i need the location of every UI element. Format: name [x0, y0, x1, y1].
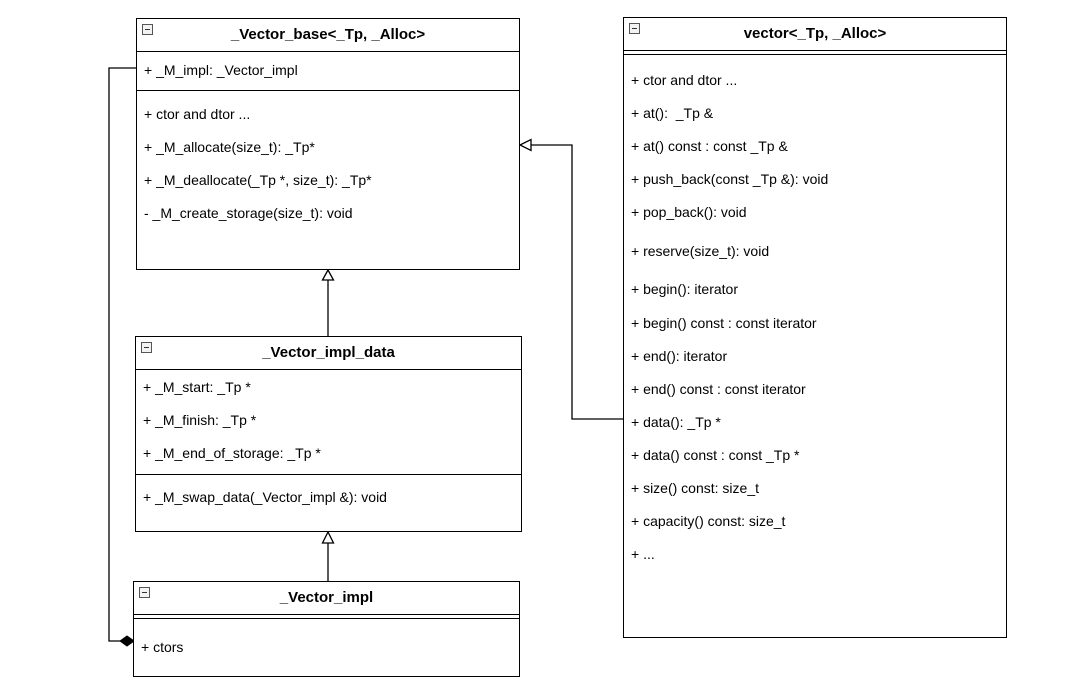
operation: + ctors [141, 639, 184, 655]
class-vector-base[interactable]: _Vector_base<_Tp, _Alloc> + _M_impl: _Ve… [136, 18, 520, 270]
operation: + ctor and dtor ... [144, 106, 251, 122]
attributes-section: + _M_impl: _Vector_impl [137, 51, 519, 90]
generalization-line-vector [531, 144, 623, 420]
attribute: + _M_start: _Tp * [143, 379, 251, 395]
composition-line [108, 67, 136, 642]
attribute: + _M_finish: _Tp * [143, 412, 257, 428]
operation: + _M_swap_data(_Vector_impl &): void [143, 489, 387, 505]
class-title: _Vector_impl_data [262, 344, 395, 361]
class-title: _Vector_base<_Tp, _Alloc> [230, 26, 426, 43]
operation: + begin() const : const iterator [631, 315, 817, 331]
collapse-icon[interactable] [139, 587, 150, 598]
operation: + _M_allocate(size_t): _Tp* [144, 139, 315, 155]
operation: + pop_back(): void [631, 204, 747, 220]
operation: + data(): _Tp * [631, 414, 721, 430]
class-title: vector<_Tp, _Alloc> [743, 25, 887, 42]
generalization-arrow-icon [518, 138, 532, 152]
operation: + _M_deallocate(_Tp *, size_t): _Tp* [144, 172, 372, 188]
collapse-icon[interactable] [629, 23, 640, 34]
collapse-icon[interactable] [142, 24, 153, 35]
class-vector-impl[interactable]: _Vector_impl + ctors [133, 581, 520, 677]
class-header: _Vector_impl_data [136, 337, 521, 369]
class-vector[interactable]: vector<_Tp, _Alloc> + ctor and dtor ... … [623, 17, 1007, 638]
class-header: _Vector_impl [134, 582, 519, 614]
attribute: + _M_impl: _Vector_impl [144, 62, 298, 78]
operation: + end() const : const iterator [631, 381, 806, 397]
operation: + reserve(size_t): void [631, 243, 770, 259]
operation: + begin(): iterator [631, 281, 738, 297]
operation: + data() const : const _Tp * [631, 447, 800, 463]
generalization-arrow-icon [321, 530, 335, 544]
operations-section: + ctor and dtor ... + _M_allocate(size_t… [137, 90, 519, 269]
operation: + ctor and dtor ... [631, 72, 738, 88]
operations-section: + ctors [134, 614, 519, 676]
class-title: _Vector_impl [279, 589, 374, 606]
operation: + ... [631, 546, 655, 562]
composition-diamond-icon [119, 635, 135, 647]
collapse-icon[interactable] [141, 342, 152, 353]
generalization-arrow-icon [321, 268, 335, 281]
class-vector-impl-data[interactable]: _Vector_impl_data + _M_start: _Tp * + _M… [135, 336, 522, 532]
operations-section: + _M_swap_data(_Vector_impl &): void [136, 474, 521, 531]
attributes-section: + _M_start: _Tp * + _M_finish: _Tp * + _… [136, 369, 521, 474]
attribute: + _M_end_of_storage: _Tp * [143, 445, 321, 461]
operation: + size() const: size_t [631, 480, 759, 496]
operation: - _M_create_storage(size_t): void [144, 205, 353, 221]
operation: + at() const : const _Tp & [631, 138, 788, 154]
operation: + at(): _Tp & [631, 105, 714, 121]
class-header: _Vector_base<_Tp, _Alloc> [137, 19, 519, 51]
operation: + capacity() const: size_t [631, 513, 786, 529]
operations-section: + ctor and dtor ... + at(): _Tp & + at()… [624, 50, 1006, 637]
operation: + push_back(const _Tp &): void [631, 171, 829, 187]
class-header: vector<_Tp, _Alloc> [624, 18, 1006, 50]
operation: + end(): iterator [631, 348, 728, 364]
